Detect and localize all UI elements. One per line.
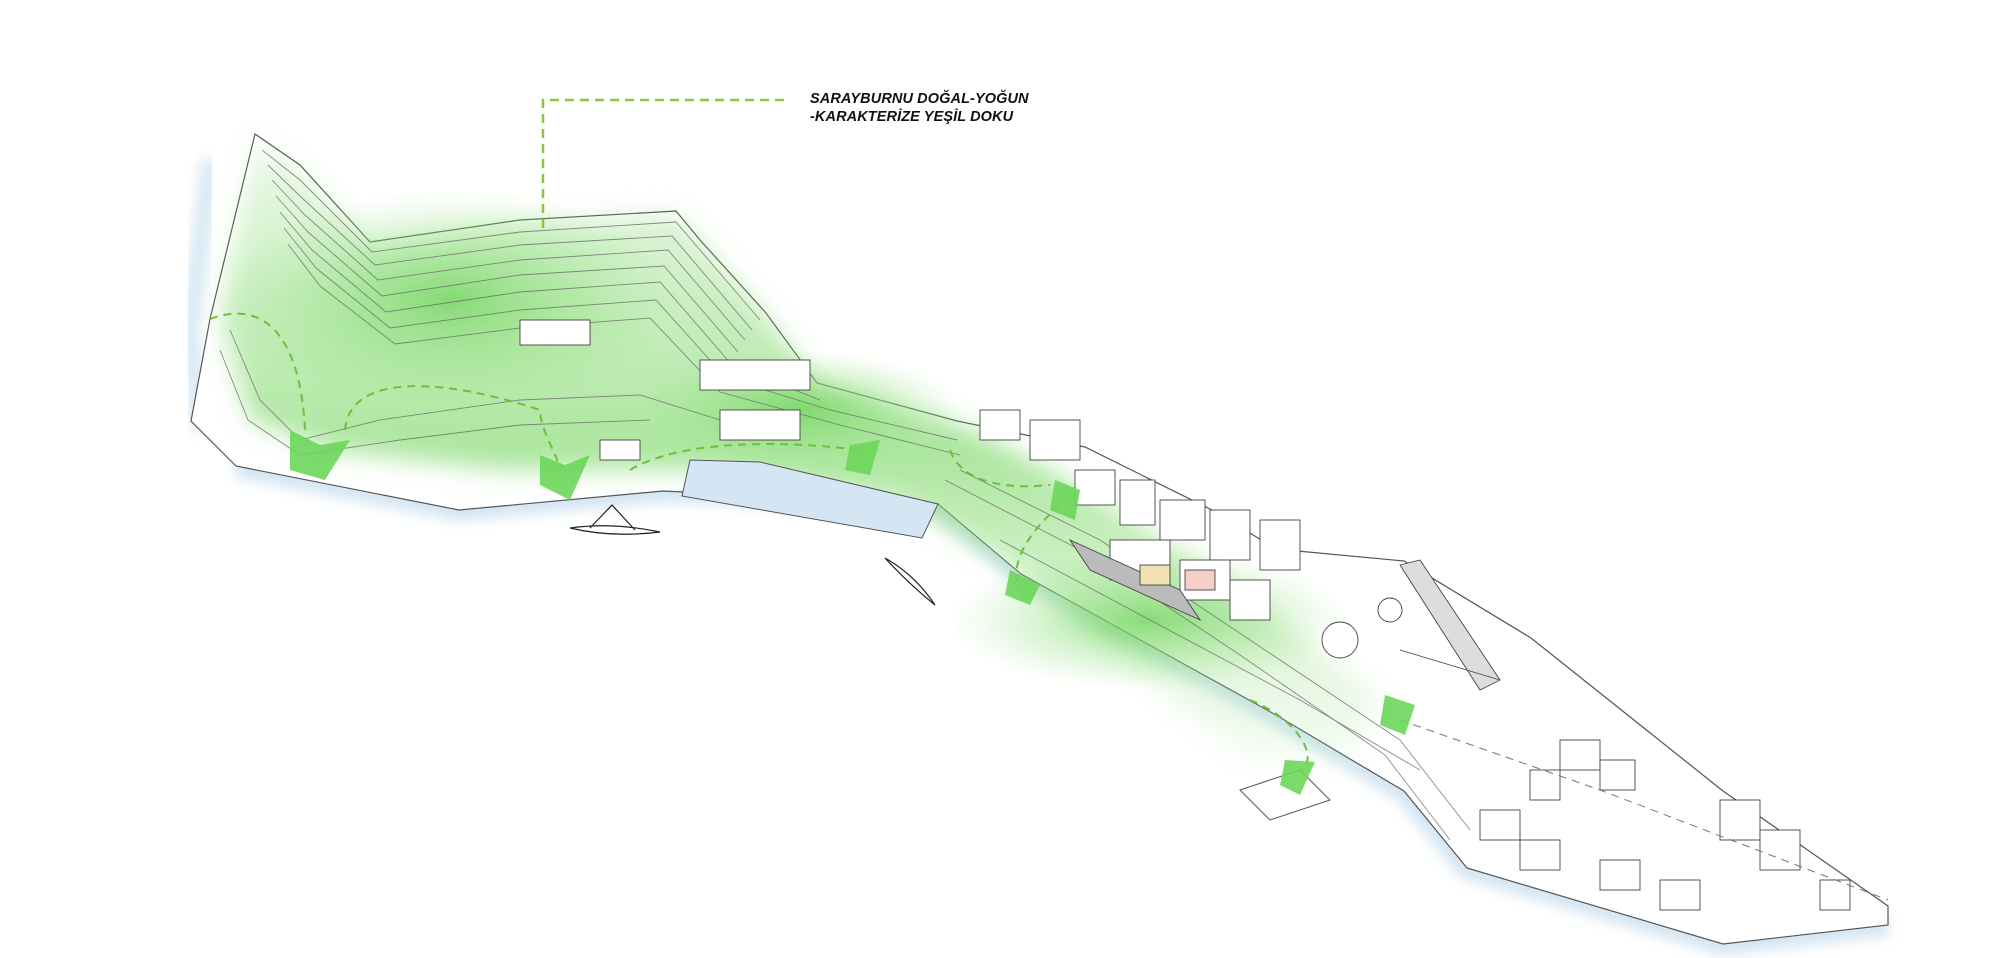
- pier: [1239, 769, 1331, 821]
- arrow-icon: [540, 455, 590, 500]
- flow-arrows: [290, 430, 1415, 795]
- arrow-icon: [290, 430, 350, 480]
- green-routes: [209, 312, 1309, 771]
- annotation-leader-line: [541, 98, 786, 228]
- annotation-line-1: SARAYBURNU DOĞAL-YOĞUN: [810, 91, 1029, 107]
- road: [1399, 719, 1889, 901]
- buildings: [519, 319, 1851, 911]
- arrow-icon: [1380, 695, 1415, 735]
- boat-icon: [569, 525, 661, 535]
- arrow-icon: [1050, 480, 1080, 520]
- harbor-pool: [681, 459, 939, 539]
- boat-icon: [884, 557, 936, 606]
- arrow-icon: [1005, 570, 1040, 605]
- boats: [569, 504, 936, 606]
- arrow-icon: [845, 440, 880, 475]
- arrow-icon: [1280, 760, 1315, 795]
- annotation-label: SARAYBURNU DOĞAL-YOĞUN -KARAKTERİZE YEŞİ…: [810, 90, 1029, 126]
- annotation-line-2: -KARAKTERİZE YEŞİL DOKU: [810, 109, 1014, 125]
